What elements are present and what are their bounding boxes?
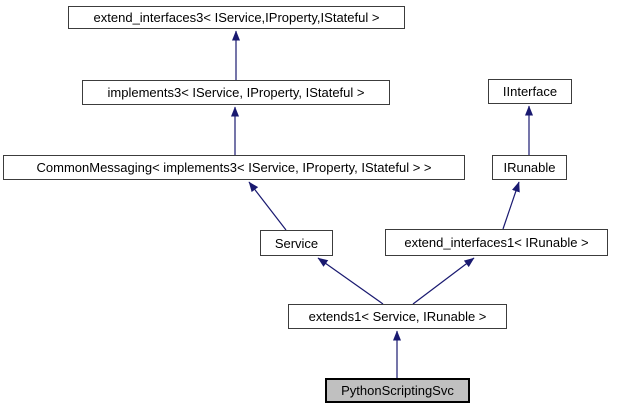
class-node-extend-interfaces3[interactable]: extend_interfaces3< IService,IProperty,I…: [68, 6, 405, 29]
class-node-extends1[interactable]: extends1< Service, IRunable >: [288, 304, 507, 329]
inheritance-arrow-service-to-common-messaging: [248, 181, 287, 231]
class-node-label: CommonMessaging< implements3< IService, …: [36, 160, 432, 175]
class-node-irunable[interactable]: IRunable: [492, 155, 567, 180]
inheritance-edges: [230, 30, 534, 378]
class-node-python-scripting-svc: PythonScriptingSvc: [325, 378, 470, 403]
class-node-label: IInterface: [502, 84, 558, 99]
inheritance-arrow-extends1-to-extend-interfaces1: [412, 257, 475, 305]
class-node-extend-interfaces1[interactable]: extend_interfaces1< IRunable >: [385, 229, 608, 256]
class-node-label: extend_interfaces1< IRunable >: [404, 235, 589, 250]
class-node-label: IRunable: [503, 160, 556, 175]
class-node-iinterface[interactable]: IInterface: [488, 79, 572, 104]
inheritance-arrow-extend-interfaces1-to-irunable: [502, 181, 520, 230]
class-node-common-messaging[interactable]: CommonMessaging< implements3< IService, …: [3, 155, 465, 180]
class-node-label: extend_interfaces3< IService,IProperty,I…: [93, 10, 380, 25]
inheritance-arrow-extends1-to-service: [317, 257, 384, 305]
class-node-label: implements3< IService, IProperty, IState…: [107, 85, 365, 100]
class-node-implements3[interactable]: implements3< IService, IProperty, IState…: [82, 80, 390, 105]
class-node-label: Service: [274, 235, 319, 251]
class-node-label: extends1< Service, IRunable >: [308, 309, 487, 324]
class-node-label: PythonScriptingSvc: [341, 383, 454, 398]
class-node-service[interactable]: Service: [260, 230, 333, 256]
